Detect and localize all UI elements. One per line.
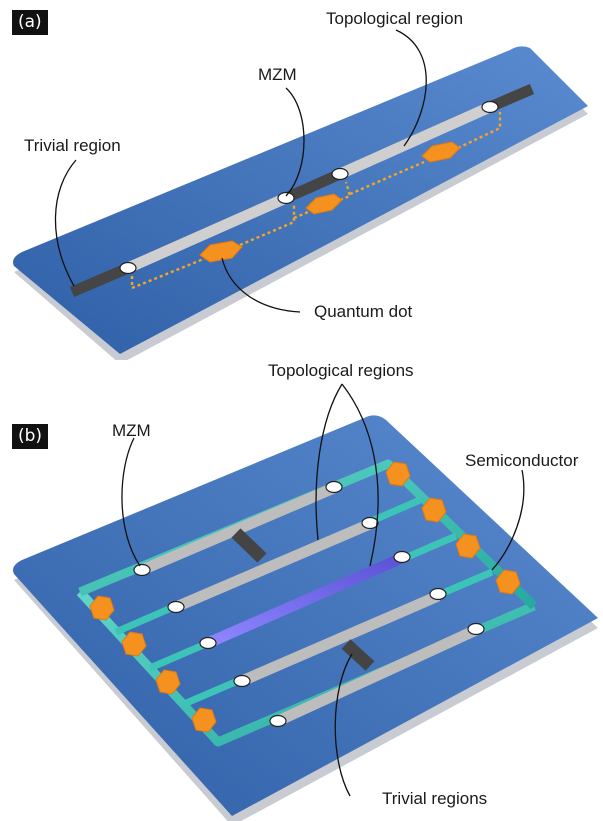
quantum-dots-a (199, 141, 461, 263)
trivial-segment-lower (341, 639, 375, 671)
quantum-dot-2 (305, 193, 343, 215)
nanowire-a (69, 83, 535, 298)
mzm-markers-b (133, 480, 485, 728)
topological-segment-2 (337, 101, 493, 180)
mzm-marker (331, 167, 349, 181)
mzm-marker (467, 622, 485, 636)
panel-b-diagram: Topological regions MZM Semiconductor Tr… (13, 361, 598, 821)
substrate-a (13, 46, 588, 360)
panel-a-tag: (a) (12, 10, 48, 35)
quantum-dot-1 (199, 240, 243, 263)
label-semiconductor: Semiconductor (465, 451, 579, 470)
quantum-dot (385, 461, 411, 487)
leaders-b (121, 383, 525, 797)
panel-a-diagram: Topological region MZM Trivial region Qu… (13, 9, 588, 360)
panel-b-tag: (b) (12, 424, 49, 449)
label-trivial-region: Trivial region (24, 136, 121, 155)
qd-connections-a (130, 112, 502, 290)
wires-b (139, 482, 479, 726)
trivial-segment-upper (231, 528, 267, 563)
label-mzm-a: MZM (258, 65, 297, 84)
quantum-dots-b (89, 461, 521, 733)
quantum-dot (121, 631, 147, 657)
label-trivial-regions: Trivial regions (382, 789, 487, 808)
label-topological-region: Topological region (326, 9, 463, 28)
mzm-marker (429, 587, 447, 601)
mzm-markers-a (119, 100, 499, 275)
quantum-dot (421, 497, 447, 523)
mzm-marker (133, 563, 151, 577)
quantum-dot (155, 669, 181, 695)
wire-row-5 (275, 625, 479, 726)
label-topological-regions: Topological regions (268, 361, 414, 380)
label-mzm-b: MZM (112, 421, 151, 440)
label-quantum-dot: Quantum dot (314, 302, 413, 321)
mzm-marker (481, 100, 499, 114)
quantum-dot (191, 707, 217, 733)
quantum-dot (495, 569, 521, 595)
trivial-segment-middle (283, 168, 343, 204)
panel-b: (b) (0, 360, 603, 821)
trivial-segment-left (69, 262, 131, 298)
mzm-marker (393, 550, 411, 564)
mzm-marker (269, 714, 287, 728)
quantum-dot (89, 595, 115, 621)
mzm-marker (119, 261, 137, 275)
panel-a: (a) (0, 0, 603, 360)
topological-segment-1 (125, 192, 289, 274)
wire-row-4 (239, 590, 441, 687)
wire-row-3-highlight (205, 552, 405, 649)
wire-row-2 (173, 518, 373, 613)
mzm-marker (167, 600, 185, 614)
mzm-marker (233, 674, 251, 688)
mzm-marker (277, 191, 295, 205)
mzm-marker (361, 516, 379, 530)
mzm-marker (199, 636, 217, 650)
wire-row-1 (139, 482, 337, 576)
quantum-dot-3 (421, 141, 461, 163)
quantum-dot (455, 533, 481, 559)
mzm-marker (325, 480, 343, 494)
leaders-a (54, 29, 427, 313)
